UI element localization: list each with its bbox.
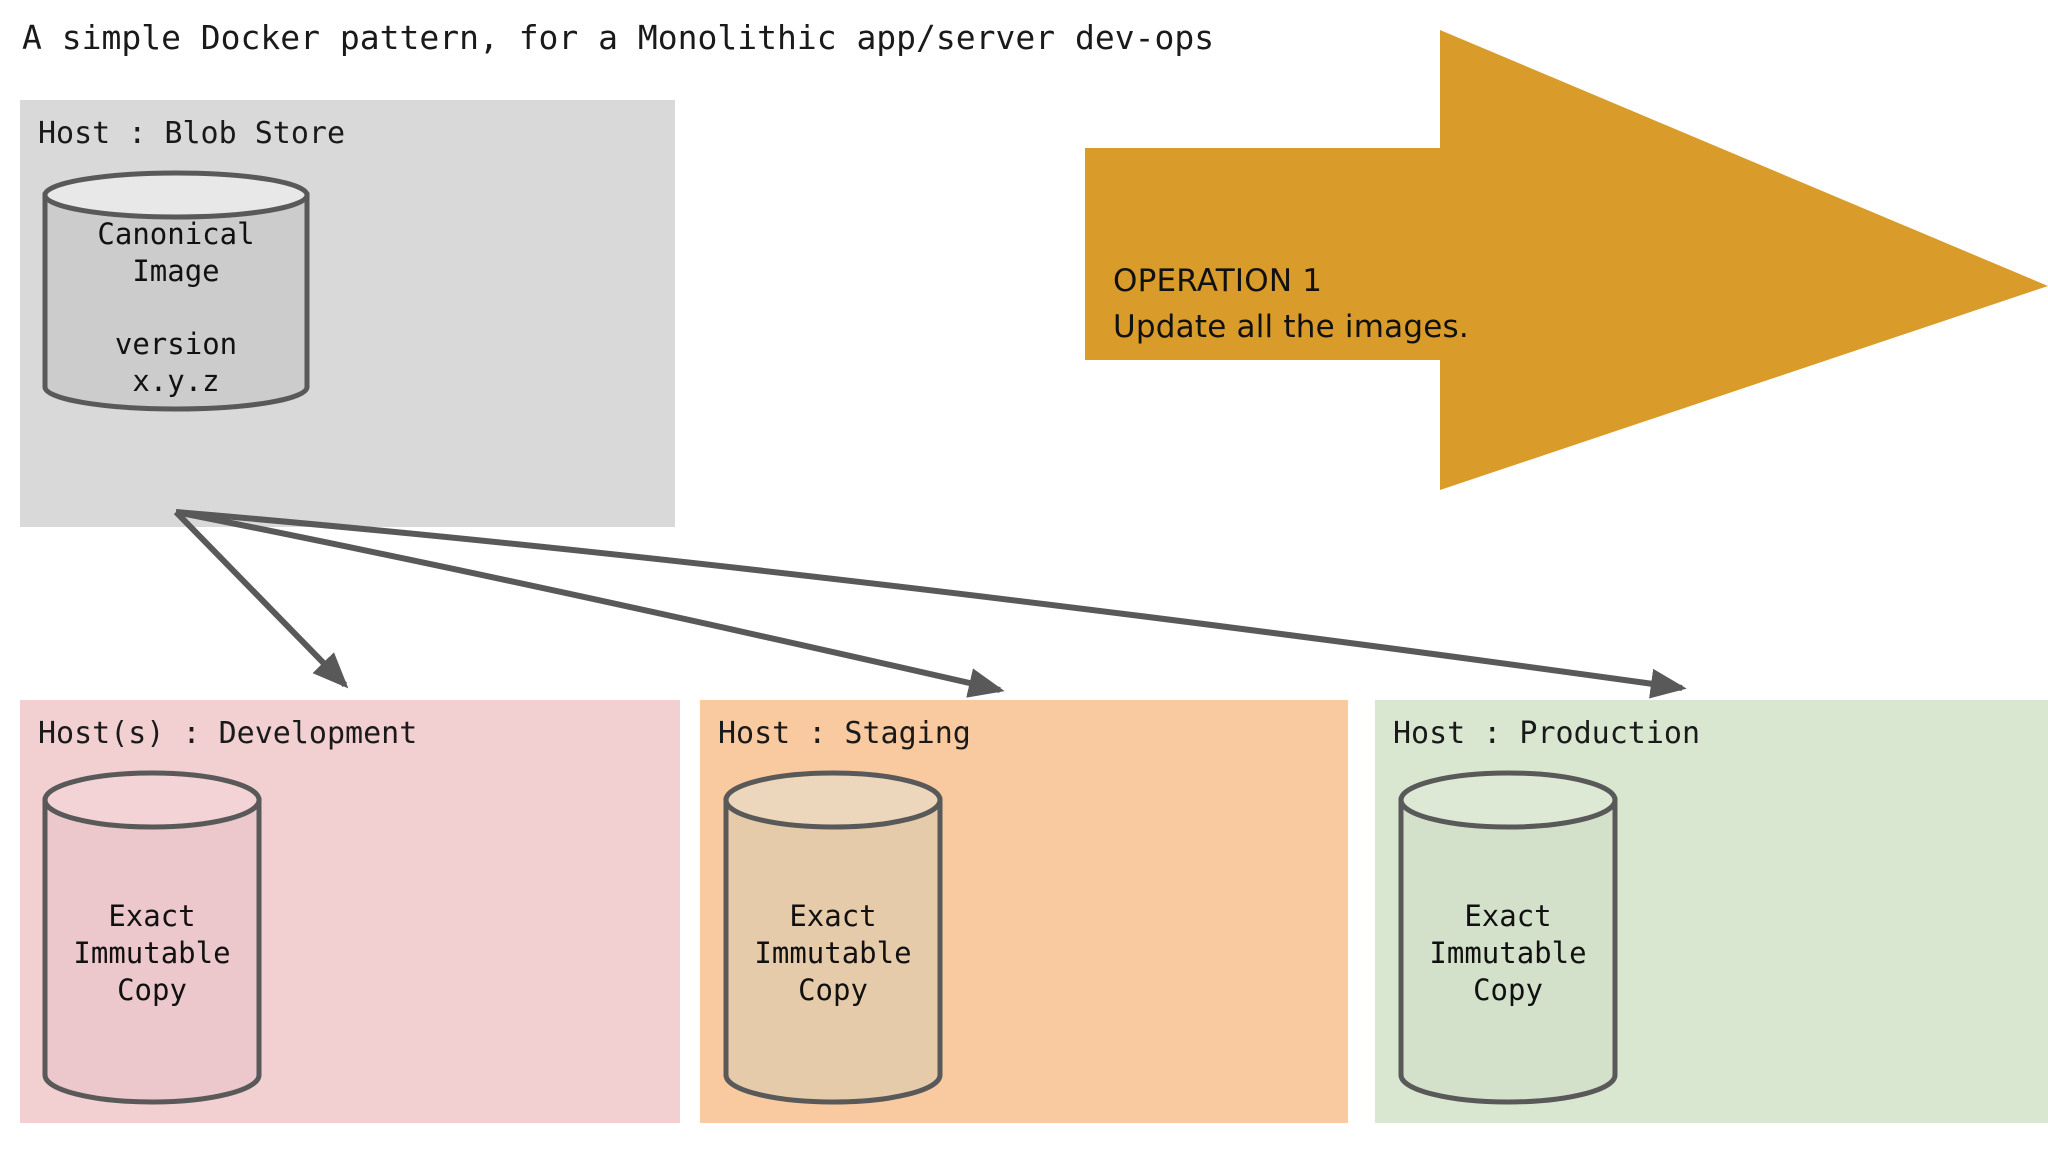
connector-to-production (175, 509, 1687, 699)
page-title: A simple Docker pattern, for a Monolithi… (22, 18, 1215, 57)
panel-blob-store-label: Host : Blob Store (38, 116, 346, 151)
connector-to-staging (175, 509, 1005, 698)
panel-production-label: Host : Production (1393, 716, 1701, 751)
panel-development-label: Host(s) : Development (38, 716, 418, 751)
cylinder-canonical-image: Canonical Image version x.y.z (42, 170, 310, 412)
cylinder-production-copy: Exact Immutable Copy (1398, 770, 1618, 1110)
operation-arrow-banner: OPERATION 1 Update all the images. (1085, 30, 2048, 490)
cylinder-staging-copy: Exact Immutable Copy (723, 770, 943, 1110)
cylinder-shape (42, 770, 262, 1105)
connector-to-development (173, 509, 349, 689)
cylinder-shape (42, 170, 310, 412)
cylinder-development-copy: Exact Immutable Copy (42, 770, 262, 1110)
panel-staging-label: Host : Staging (718, 716, 971, 751)
arrow-right-shape (1085, 30, 2048, 490)
cylinder-shape (1398, 770, 1618, 1105)
cylinder-shape (723, 770, 943, 1105)
